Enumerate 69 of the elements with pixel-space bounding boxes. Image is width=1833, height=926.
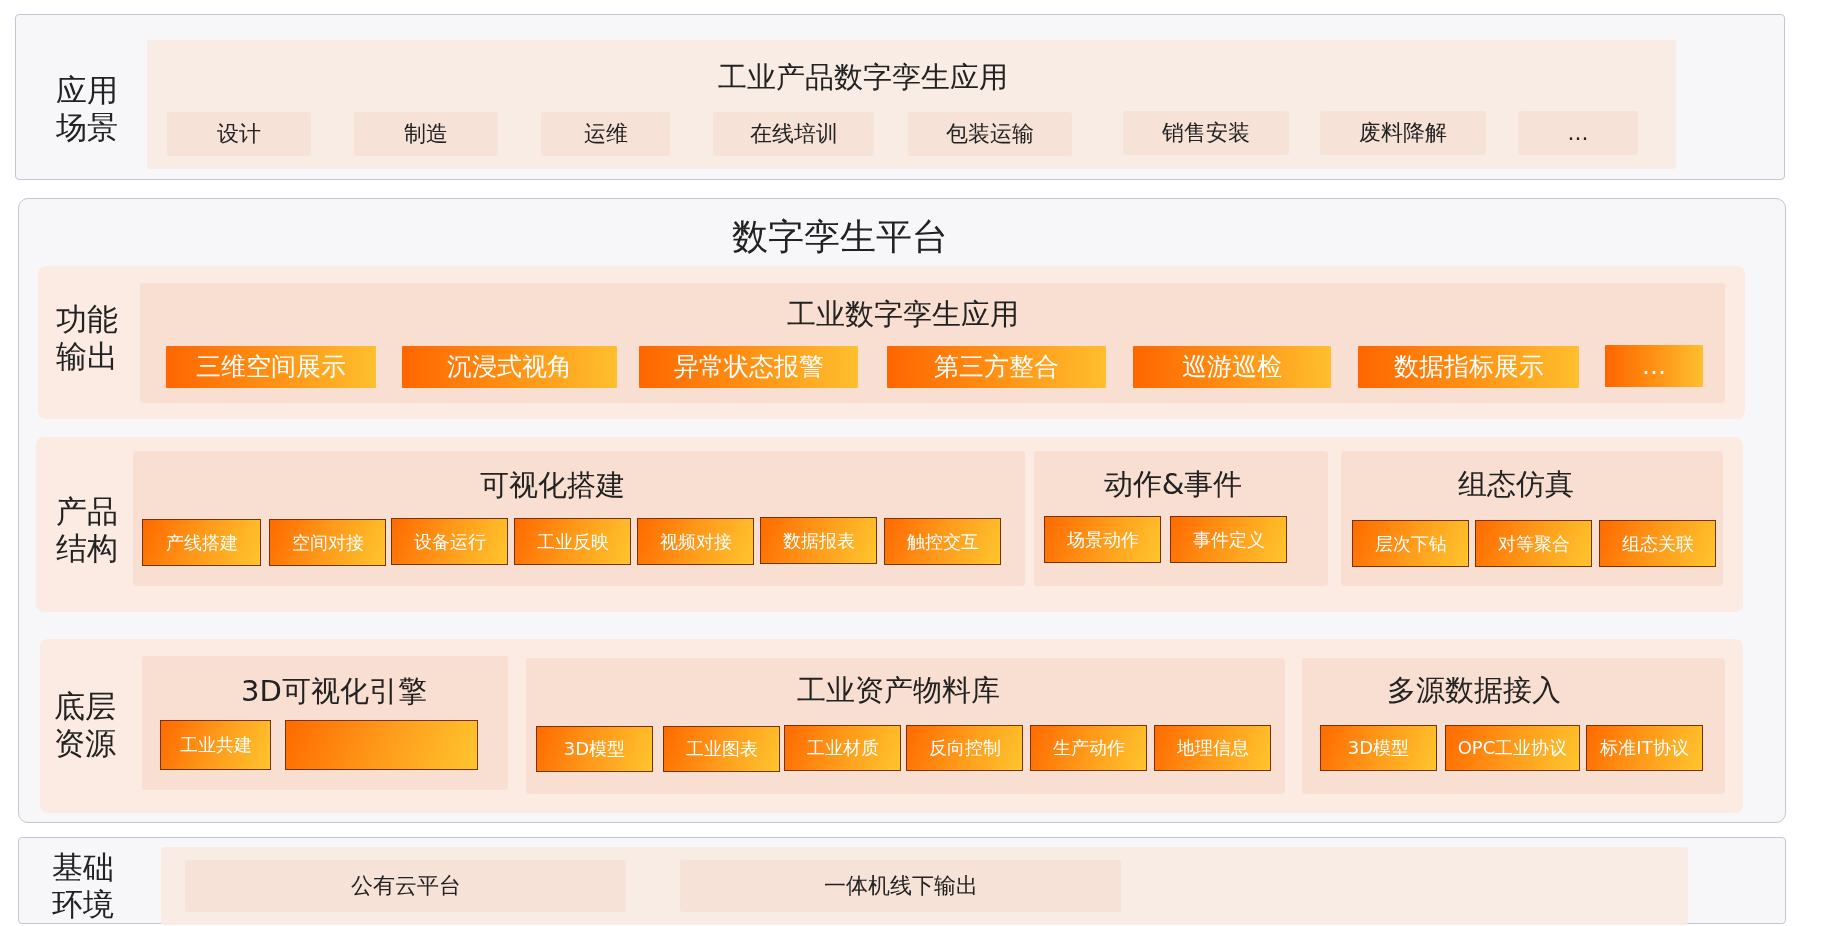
feature-tag: 标准IT协议 [1586, 725, 1703, 771]
feature-tag: 设备运行 [391, 518, 508, 565]
feature-tag: 销售安装 [1123, 111, 1289, 155]
feature-tag: 沉浸式视角 [402, 346, 617, 388]
feature-tag: 数据指标展示 [1358, 346, 1579, 388]
feature-tag: 视频对接 [637, 518, 754, 565]
feature-tag: 三维空间展示 [166, 346, 376, 388]
feature-tag: 工业反映 [514, 518, 631, 565]
panel-title: 组态仿真 [1458, 466, 1574, 502]
feature-tag: OPC工业协议 [1445, 725, 1580, 771]
module-panel [147, 40, 1676, 169]
feature-tag: 运维 [541, 112, 670, 156]
feature-tag: 公有云平台 [185, 860, 626, 912]
feature-tag: 数据报表 [760, 517, 877, 564]
feature-tag: 生产动作 [1030, 725, 1147, 771]
panel-title: 可视化搭建 [479, 467, 625, 503]
feature-tag: 场景动作 [1044, 516, 1161, 563]
feature-tag: 巡游巡检 [1133, 346, 1331, 388]
panel-title: 工业数字孪生应用 [787, 296, 1019, 332]
platform-panel [18, 198, 1786, 823]
feature-tag: 工业共建 [160, 720, 271, 770]
module-panel [1341, 451, 1723, 586]
layer-panel [18, 837, 1786, 924]
module-panel [161, 847, 1688, 925]
layer-label: 功能输出 [56, 300, 118, 376]
module-panel [140, 283, 1725, 403]
layer-label: 底层资源 [54, 687, 116, 763]
feature-tag: 3D模型 [536, 726, 653, 772]
layer-band [36, 437, 1743, 612]
layer-label: 应用场景 [56, 71, 118, 147]
layer-label: 基础环境 [52, 848, 114, 924]
panel-title: 工业资产物料库 [796, 672, 1000, 708]
layer-band [38, 266, 1745, 419]
feature-tag: 废料降解 [1320, 111, 1486, 155]
panel-title: 动作&事件 [1103, 466, 1243, 502]
feature-tag: 第三方整合 [887, 346, 1106, 388]
layer-band [40, 639, 1743, 813]
module-panel [526, 658, 1285, 794]
layer-label: 产品结构 [56, 492, 118, 568]
feature-tag: 产线搭建 [142, 519, 261, 566]
platform-title: 数字孪生平台 [732, 215, 948, 259]
feature-tag: 空间对接 [269, 519, 386, 566]
feature-tag: ... [1518, 111, 1638, 155]
module-panel [133, 451, 1025, 586]
panel-title: 3D可视化引擎 [241, 673, 427, 709]
feature-tag: 工业材质 [784, 725, 901, 771]
feature-tag: 异常状态报警 [639, 346, 858, 388]
feature-tag: 组态关联 [1599, 520, 1716, 567]
feature-tag: 包装运输 [908, 112, 1072, 156]
feature-tag: 事件定义 [1170, 516, 1287, 563]
blank-tag [285, 720, 478, 770]
feature-tag: 工业图表 [663, 726, 780, 772]
feature-tag: 触控交互 [884, 518, 1001, 565]
feature-tag: 反向控制 [906, 725, 1023, 771]
feature-tag: 制造 [354, 112, 498, 156]
feature-tag: 对等聚合 [1475, 520, 1592, 567]
feature-tag: ... [1605, 345, 1703, 387]
feature-tag: 设计 [167, 112, 311, 156]
panel-title: 工业产品数字孪生应用 [718, 59, 1008, 95]
feature-tag: 层次下钻 [1352, 520, 1469, 567]
layer-panel [15, 14, 1785, 180]
module-panel [1302, 658, 1725, 794]
feature-tag: 一体机线下输出 [680, 860, 1121, 912]
feature-tag: 3D模型 [1320, 725, 1437, 771]
module-panel [1034, 451, 1328, 586]
feature-tag: 在线培训 [713, 112, 874, 156]
module-panel [142, 656, 508, 790]
panel-title: 多源数据接入 [1387, 672, 1561, 708]
feature-tag: 地理信息 [1154, 725, 1271, 771]
